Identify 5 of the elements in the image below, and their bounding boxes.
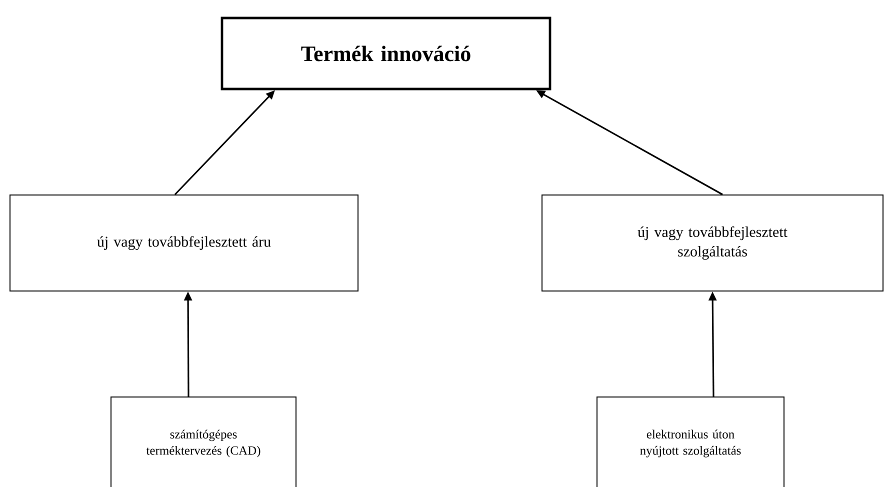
process-box: új vagy továbbfejlesztett szolgáltatás (542, 194, 884, 292)
process-box: elektronikus úton nyújtott szolgáltatás (596, 396, 785, 487)
process-box: számítógépes terméktervezés (CAD) (110, 396, 296, 487)
title-box: Termék innováció (220, 16, 552, 90)
process-box: új vagy továbbfejlesztett áru (10, 194, 358, 292)
